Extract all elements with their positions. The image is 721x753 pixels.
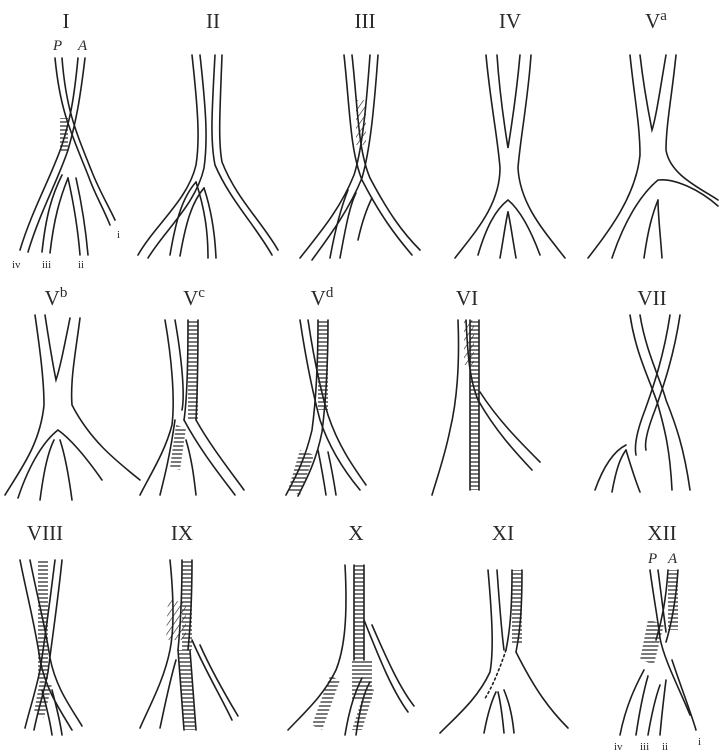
figure-label: Vd (311, 285, 334, 310)
figure-Vc: Vc (140, 285, 244, 495)
figure-VII: VII (595, 286, 690, 492)
vessel-label-a: A (667, 551, 678, 567)
figure-Vb: Vb (5, 285, 140, 500)
branch-label-iii: iii (640, 741, 649, 753)
vessel-label-p: P (647, 551, 657, 567)
vessel-label-p: P (52, 38, 62, 54)
figure-label: II (206, 9, 220, 33)
figure-Va: Va (588, 8, 718, 258)
figure-VIII: VIII (20, 521, 82, 735)
figure-II: II (138, 9, 278, 258)
figure-XI: XI (440, 521, 568, 733)
figure-X: X (288, 521, 414, 735)
figure-label: VIII (27, 521, 63, 545)
branch-label-ii: ii (662, 741, 668, 753)
figure-label: VII (637, 286, 666, 310)
figure-Vd: Vd (286, 285, 366, 496)
branch-label-iv: iv (12, 259, 21, 271)
figure-label: I (63, 9, 70, 33)
branch-label-iii: iii (42, 259, 51, 271)
branch-label-i: i (117, 229, 120, 241)
branch-label-i: i (698, 736, 701, 748)
figure-IV: IV (455, 9, 565, 258)
figure-label: IX (171, 521, 193, 545)
figure-label: IV (499, 9, 521, 33)
figure-label: XII (647, 521, 676, 545)
figure-XII: XII P A iv iii ii i (614, 521, 701, 753)
figure-label: III (355, 9, 376, 33)
figure-III: III (300, 9, 420, 260)
figure-label: X (348, 521, 363, 545)
branch-label-iv: iv (614, 741, 623, 753)
figure-label: Vc (183, 285, 205, 310)
figure-label: Vb (45, 285, 68, 310)
figure-label: VI (456, 286, 478, 310)
vessel-label-a: A (77, 38, 88, 54)
figure-IX: IX (140, 521, 238, 730)
figure-VI: VI (432, 286, 540, 495)
figure-label: Va (645, 8, 667, 33)
figure-label: XI (492, 521, 514, 545)
branch-label-ii: ii (78, 259, 84, 271)
figure-I: I P A iv iii ii i (12, 9, 120, 271)
